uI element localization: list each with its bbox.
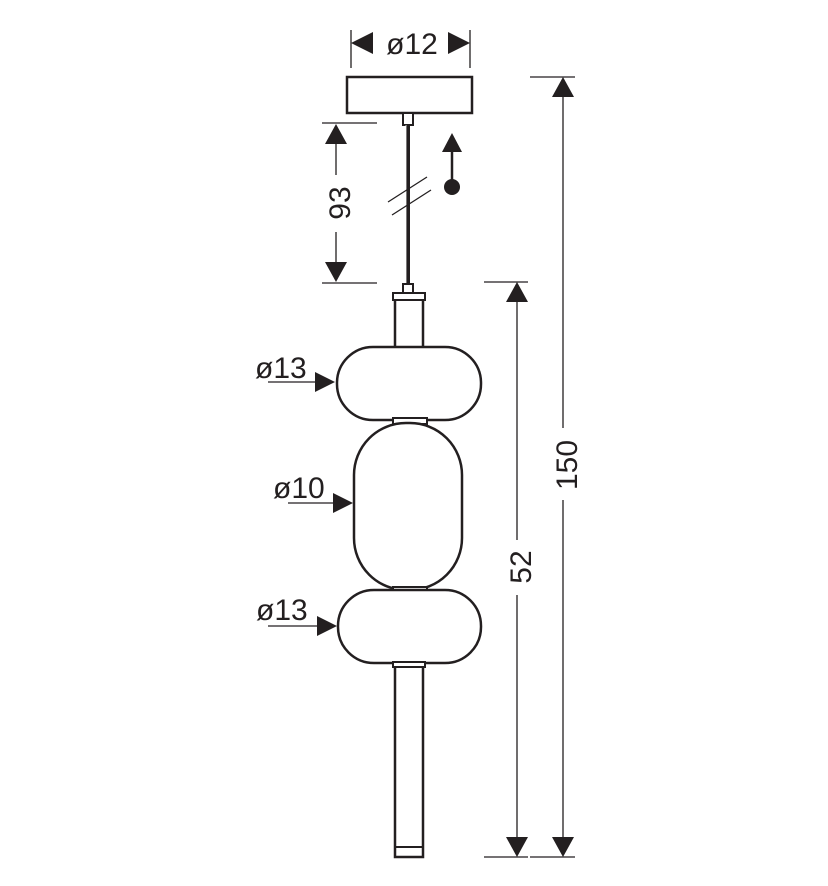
lamp-body	[335, 292, 483, 859]
bottom-tube	[393, 661, 425, 859]
total-height-label: 150	[551, 440, 584, 490]
height-adjustable-icon	[442, 133, 462, 195]
upper-shade-callout: ø13	[255, 352, 335, 392]
upper-glass-shade	[335, 345, 483, 422]
body-height-label: 52	[505, 550, 538, 583]
middle-glass-shade	[352, 421, 464, 592]
middle-shade-diameter-label: ø10	[273, 472, 325, 505]
canopy-diameter-label: ø12	[386, 28, 438, 61]
lower-shade-callout: ø13	[256, 594, 337, 636]
break-mark	[387, 176, 428, 203]
body-height-dimension: 52	[484, 281, 538, 858]
break-mark	[391, 189, 432, 216]
canopy-diameter-dimension: ø12	[350, 28, 471, 68]
suspension-cable	[387, 112, 432, 295]
cable-length-dimension: 93	[322, 122, 377, 284]
cable-length-label: 93	[324, 186, 357, 219]
lower-glass-shade	[336, 588, 483, 665]
middle-shade-callout: ø10	[273, 472, 353, 513]
lower-shade-diameter-label: ø13	[256, 594, 308, 627]
total-height-dimension: 150	[530, 76, 584, 858]
ceiling-canopy	[345, 75, 474, 115]
upper-shade-diameter-label: ø13	[255, 352, 307, 385]
